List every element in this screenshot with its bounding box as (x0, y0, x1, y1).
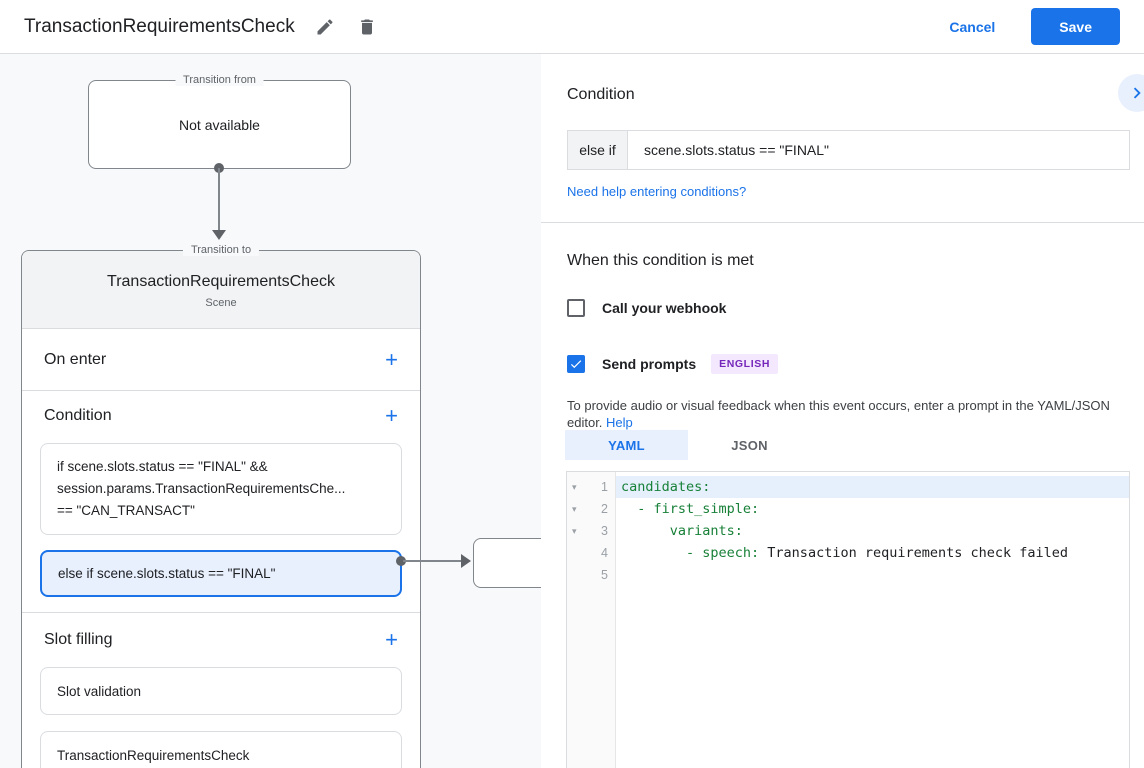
fold-arrow-icon[interactable]: ▾ (572, 503, 577, 514)
send-prompts-option-row: Send prompts ENGLISH (567, 354, 778, 374)
condition-section-label: Condition (44, 407, 112, 424)
add-on-enter-button[interactable]: + (385, 346, 398, 372)
slot-card-label: TransactionRequirementsCheck (57, 747, 250, 763)
line-number: 1 (601, 480, 608, 494)
tab-json[interactable]: JSON (731, 437, 768, 453)
delete-scene-button[interactable] (355, 15, 379, 39)
yaml-code-editor[interactable]: ▾ 1 candidates: ▾ 2 - first_simple: (566, 471, 1130, 768)
call-webhook-label: Call your webhook (602, 300, 727, 316)
pencil-icon (315, 17, 335, 37)
collapse-panel-button[interactable] (1118, 74, 1144, 112)
yaml-key: - first_simple: (621, 501, 760, 517)
connector-dot (396, 556, 406, 566)
chevron-right-icon (1126, 82, 1144, 104)
fold-arrow-icon[interactable]: ▾ (572, 481, 577, 492)
condition-expression-input[interactable]: scene.slots.status == "FINAL" (628, 130, 1130, 170)
condition-line: else if scene.slots.status == "FINAL" (58, 566, 276, 581)
line-number: 4 (601, 546, 608, 560)
condition-card-if[interactable]: if scene.slots.status == "FINAL" && sess… (40, 443, 402, 535)
connector-line-horizontal (403, 560, 461, 562)
panel-heading: Condition (567, 86, 635, 103)
webhook-option-row: Call your webhook (567, 299, 726, 317)
code-line-5[interactable]: 5 (567, 564, 1129, 586)
connector-line-vertical (218, 168, 220, 230)
prompt-description-text: To provide audio or visual feedback when… (567, 398, 1110, 430)
topbar: TransactionRequirementsCheck Cancel Save (0, 0, 1144, 54)
scene-card: Transition to TransactionRequirementsChe… (21, 244, 421, 768)
prompt-description: To provide audio or visual feedback when… (567, 397, 1123, 431)
call-webhook-checkbox[interactable] (567, 299, 585, 317)
condition-section: Condition + if scene.slots.status == "FI… (22, 391, 420, 613)
tab-yaml[interactable]: YAML (565, 430, 688, 460)
scene-type-label: Scene (205, 297, 237, 309)
on-enter-label: On enter (44, 350, 107, 368)
transition-from-box: Transition from Not available (88, 74, 351, 169)
transition-from-value: Not available (179, 117, 260, 133)
slot-filling-section: Slot filling + Slot validation Transacti… (22, 613, 420, 768)
code-line-1[interactable]: ▾ 1 candidates: (567, 476, 1129, 498)
help-link[interactable]: Help (606, 415, 633, 430)
condition-prefix-label: else if (567, 130, 628, 170)
slot-card-validation[interactable]: Slot validation (40, 667, 402, 715)
transition-target-box[interactable] (473, 538, 541, 588)
panel-divider (541, 222, 1144, 223)
arrow-right-icon (461, 554, 471, 568)
condition-editor-panel: Condition else if scene.slots.status == … (541, 54, 1144, 768)
editor-gutter (567, 472, 616, 768)
add-slot-button[interactable]: + (385, 627, 398, 652)
yaml-value: Transaction requirements check failed (759, 545, 1069, 561)
editor-format-tabs: YAML JSON (565, 430, 811, 460)
code-line-4[interactable]: 4 - speech: Transaction requirements che… (567, 542, 1129, 564)
code-line-2[interactable]: ▾ 2 - first_simple: (567, 498, 1129, 520)
cancel-button[interactable]: Cancel (949, 18, 996, 35)
line-number: 5 (601, 568, 608, 582)
editor-lines: ▾ 1 candidates: ▾ 2 - first_simple: (567, 476, 1129, 586)
slot-card-label: Slot validation (57, 683, 142, 699)
edit-scene-button[interactable] (313, 15, 337, 39)
add-condition-button[interactable]: + (385, 403, 398, 428)
condition-line: == "CAN_TRANSACT" (57, 503, 195, 518)
transition-to-legend: Transition to (182, 244, 260, 256)
yaml-key: candidates: (621, 479, 711, 495)
language-badge: ENGLISH (711, 354, 778, 374)
slot-filling-label: Slot filling (44, 631, 113, 648)
line-number: 2 (601, 502, 608, 516)
send-prompts-label: Send prompts (602, 356, 697, 372)
slot-card-transaction-check[interactable]: TransactionRequirementsCheck (40, 731, 402, 768)
condition-line: session.params.TransactionRequirementsCh… (57, 481, 346, 496)
yaml-key: - speech: (621, 545, 760, 561)
save-button[interactable]: Save (1031, 8, 1120, 45)
transition-from-legend: Transition from (175, 74, 264, 86)
code-line-3[interactable]: ▾ 3 variants: (567, 520, 1129, 542)
yaml-key: variants: (621, 523, 743, 539)
on-enter-section: On enter + (22, 329, 420, 391)
page-title: TransactionRequirementsCheck (24, 15, 295, 37)
condition-help-link[interactable]: Need help entering conditions? (567, 184, 747, 199)
trash-icon (357, 17, 377, 37)
scene-card-header[interactable]: TransactionRequirementsCheck Scene (22, 251, 420, 329)
fold-arrow-icon[interactable]: ▾ (572, 525, 577, 536)
scene-graph-canvas: Transition from Not available Transition… (0, 54, 541, 768)
condition-card-else-if-selected[interactable]: else if scene.slots.status == "FINAL" (40, 550, 402, 597)
check-icon (569, 357, 583, 371)
arrow-down-icon (212, 230, 226, 240)
condition-input-row: else if scene.slots.status == "FINAL" (567, 130, 1130, 170)
scene-name: TransactionRequirementsCheck (107, 273, 335, 290)
condition-met-heading: When this condition is met (567, 252, 754, 269)
send-prompts-checkbox-checked[interactable] (567, 355, 585, 373)
line-number: 3 (601, 524, 608, 538)
condition-line: if scene.slots.status == "FINAL" && (57, 459, 268, 474)
